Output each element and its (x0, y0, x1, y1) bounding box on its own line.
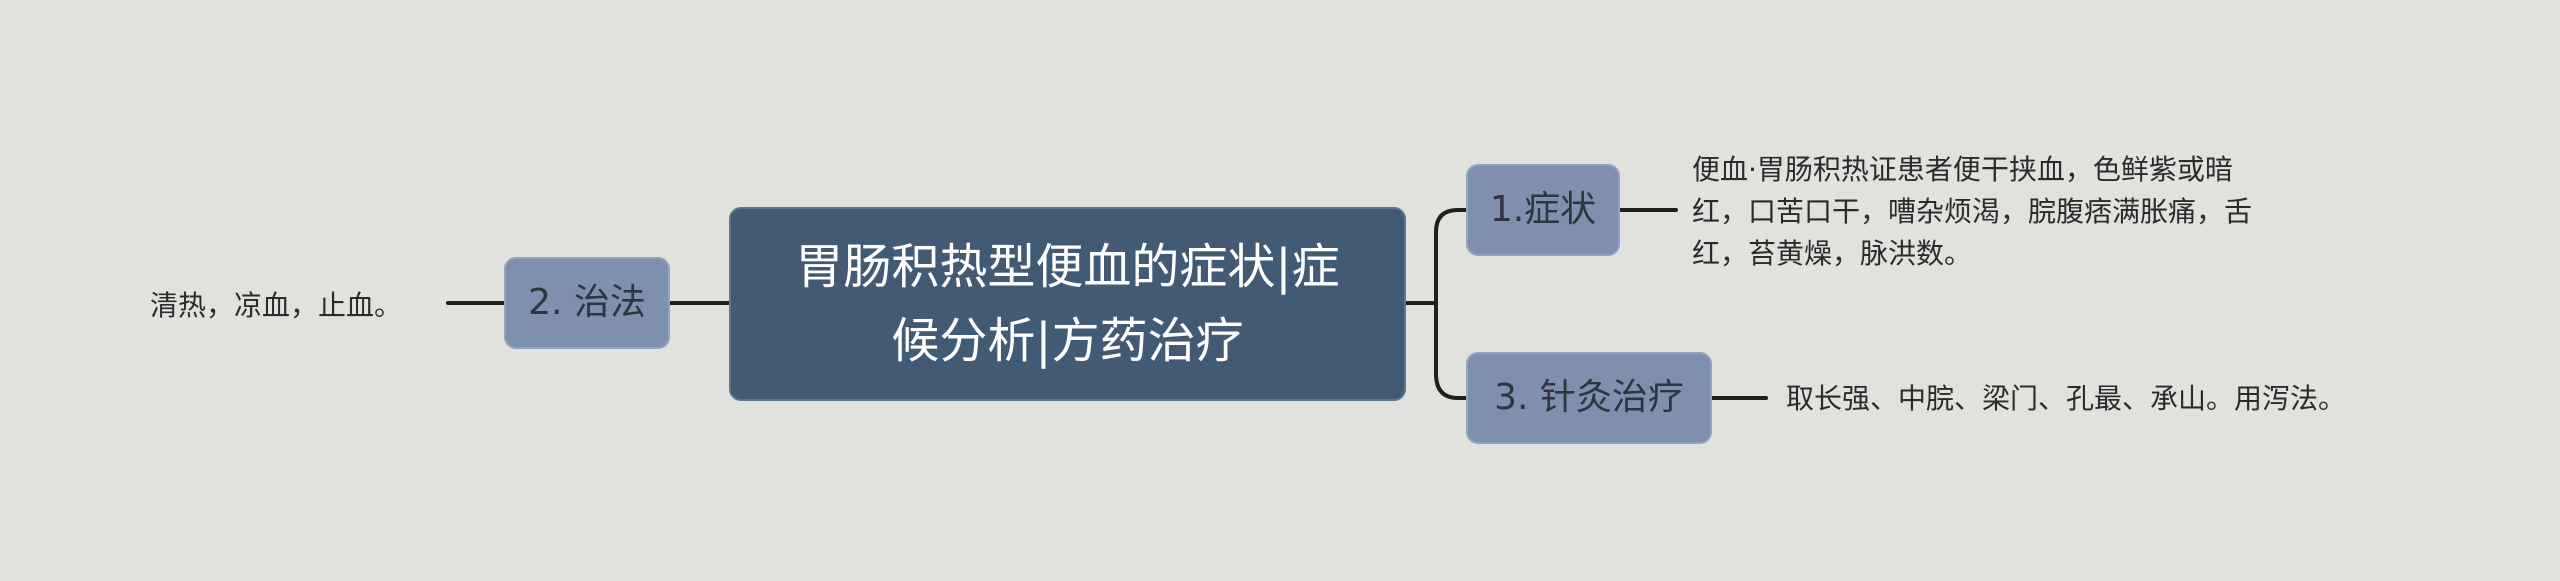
root-title-line-1: 胃肠积热型便血的症状|症 (795, 239, 1340, 295)
symptoms-detail: 便血·胃肠积热证患者便干挟血，色鲜紫或暗 红，口苦口干，嘈杂烦渴，脘腹痞满胀痛，… (1692, 149, 2332, 275)
symptoms-detail-line-3: 红，苔黄燥，脉洪数。 (1692, 237, 1973, 270)
root-topic[interactable]: 胃肠积热型便血的症状|症 候分析|方药治疗 (729, 207, 1406, 401)
treatment-method-detail: 清热，凉血，止血。 (150, 289, 403, 322)
branch-acupuncture[interactable]: 3. 针灸治疗 (1466, 352, 1712, 444)
connector-to-acupuncture (1434, 301, 1468, 400)
symptoms-detail-line-2: 红，口苦口干，嘈杂烦渴，脘腹痞满胀痛，舌 (1692, 195, 2253, 228)
branch-symptoms-label: 1.症状 (1489, 189, 1597, 230)
branch-acupuncture-label: 3. 针灸治疗 (1494, 377, 1684, 418)
root-title-line-2: 候分析|方药治疗 (891, 313, 1244, 369)
connector-to-symptoms (1434, 208, 1468, 305)
branch-symptoms[interactable]: 1.症状 (1466, 164, 1620, 256)
acupuncture-detail: 取长强、中脘、梁门、孔最、承山。用泻法。 (1786, 382, 2347, 415)
symptoms-detail-line-1: 便血·胃肠积热证患者便干挟血，色鲜紫或暗 (1692, 153, 2233, 186)
branch-treatment-method[interactable]: 2. 治法 (504, 257, 670, 349)
branch-treatment-method-label: 2. 治法 (528, 282, 646, 323)
